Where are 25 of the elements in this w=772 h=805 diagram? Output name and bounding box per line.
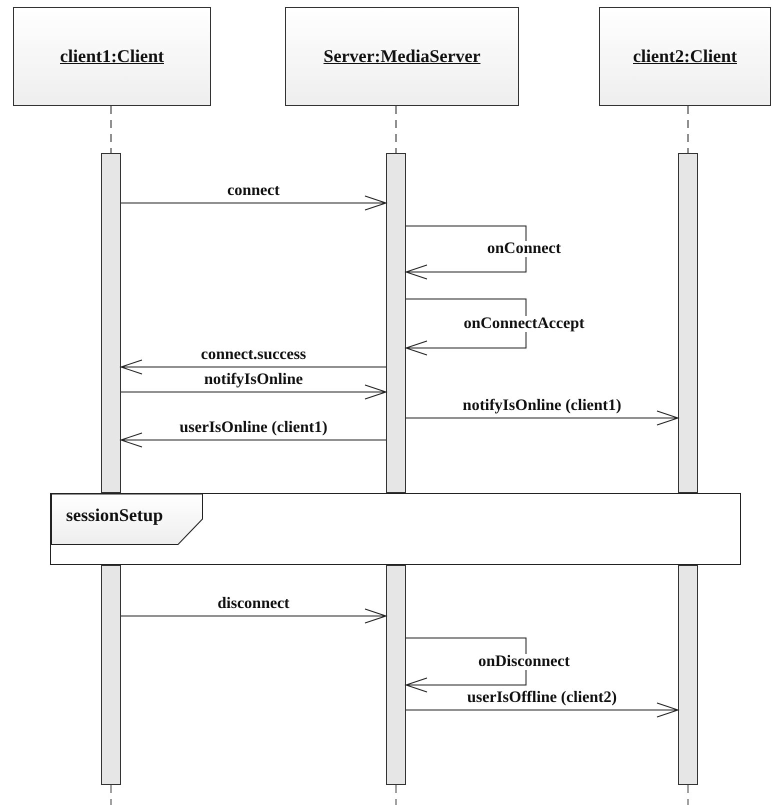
activation-bar [678,153,698,493]
lifeline-header [13,7,211,106]
activation-bar [386,565,406,785]
frame-label: sessionSetup [66,504,164,526]
object-name: Server:MediaServer [324,45,480,68]
lifeline [110,106,112,154]
activation-bar [101,153,121,493]
message-arrow [120,384,386,400]
activation-bar [101,565,121,785]
lifeline-header [599,7,771,106]
message-arrow [406,410,678,426]
interaction-frame [50,493,741,565]
message-arrow [120,608,386,624]
message-arrow [406,702,678,718]
object-name: client2:Client [633,45,737,68]
message-arrow [406,226,526,280]
object-name: client1:Client [60,45,164,68]
lifeline-header [285,7,519,106]
message-arrow [406,638,526,692]
message-arrow [120,432,386,448]
activation-bar [678,565,698,785]
activation-bar [386,153,406,493]
message-arrow [120,196,386,210]
message-arrow [406,298,526,356]
message-arrow [120,360,386,374]
